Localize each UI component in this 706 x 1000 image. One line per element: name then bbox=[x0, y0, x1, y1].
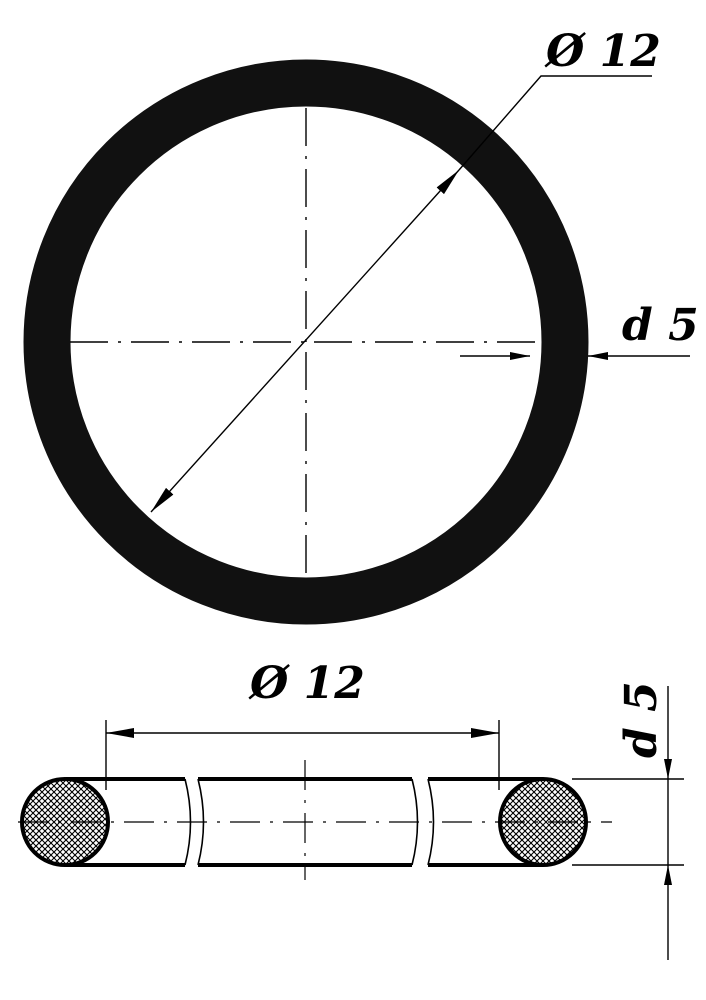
top-diameter-label: Ø 12 bbox=[544, 26, 661, 77]
diameter-dimension-line bbox=[150, 169, 460, 513]
side-diameter-label: Ø 12 bbox=[248, 658, 365, 709]
diameter-leader bbox=[458, 75, 652, 171]
ring-annulus bbox=[23, 59, 589, 625]
top-section-label: d 5 bbox=[622, 300, 699, 351]
side-view: Ø 12 d 5 bbox=[18, 658, 684, 960]
side-section-label: d 5 bbox=[616, 681, 667, 758]
top-view: Ø 12 d 5 bbox=[23, 26, 699, 625]
